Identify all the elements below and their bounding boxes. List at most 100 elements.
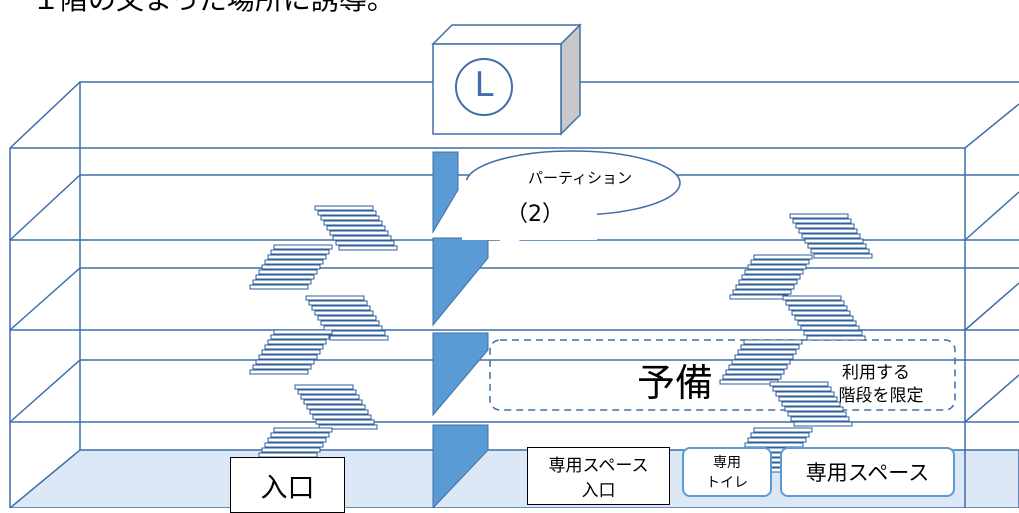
stair-step xyxy=(738,279,798,285)
stair-step xyxy=(326,330,386,336)
stair-step xyxy=(297,389,357,395)
stair-step xyxy=(737,349,797,355)
stair-step xyxy=(810,248,870,254)
stair-step xyxy=(270,432,330,438)
stair-step xyxy=(332,235,392,241)
stair-step xyxy=(806,335,866,341)
stair-step xyxy=(317,210,377,216)
stair-step xyxy=(255,359,315,365)
stair-step xyxy=(743,339,803,345)
spare-zone-note-line1: 利用する xyxy=(842,363,910,383)
staircase xyxy=(314,205,398,251)
stair-step xyxy=(300,394,360,400)
stair-step xyxy=(797,320,857,326)
stair-step xyxy=(317,315,377,321)
spare-zone-note-line2: 階段を限定 xyxy=(838,386,924,406)
staircase xyxy=(305,295,389,341)
stair-step xyxy=(318,424,378,430)
staircase xyxy=(249,244,333,290)
stair-step xyxy=(305,295,365,301)
stair-step xyxy=(252,364,312,370)
private-space-label: 専用スペース xyxy=(805,461,930,485)
stair-step xyxy=(261,447,321,453)
stair-step xyxy=(309,409,369,415)
stair-step xyxy=(788,305,848,311)
stair-step xyxy=(750,432,810,438)
stair-step xyxy=(735,284,795,290)
stair-step xyxy=(793,421,853,427)
stair-step xyxy=(338,245,398,251)
stair-step xyxy=(775,391,835,397)
private-toilet-line1: 専用 xyxy=(713,455,741,471)
stair-step xyxy=(753,427,813,433)
clock-box xyxy=(431,23,582,136)
stair-step xyxy=(267,437,327,443)
stair-step xyxy=(329,335,389,341)
stair-step xyxy=(264,259,324,265)
stair-step xyxy=(784,406,844,412)
stair-step xyxy=(722,374,782,380)
stair-step xyxy=(728,364,788,370)
stair-step xyxy=(753,254,813,260)
stair-step xyxy=(725,369,785,375)
stair-step xyxy=(782,295,842,301)
entrance-label: 入口 xyxy=(260,472,315,504)
clock-glyph: L xyxy=(474,65,494,105)
stair-step xyxy=(813,253,873,259)
private-entrance-box: 専用スペース 入口 xyxy=(527,447,670,505)
staircase xyxy=(789,213,873,259)
stair-step xyxy=(264,442,324,448)
private-space-box: 専用スペース xyxy=(780,447,955,497)
stair-step xyxy=(787,411,847,417)
stair-step xyxy=(801,233,861,239)
stair-step xyxy=(267,254,327,260)
stair-step xyxy=(740,344,800,350)
stair-step xyxy=(303,399,363,405)
stair-step xyxy=(258,354,318,360)
stair-step xyxy=(294,384,354,390)
stair-step xyxy=(252,279,312,285)
stair-step xyxy=(329,230,389,236)
stair-step xyxy=(314,205,374,211)
stair-step xyxy=(255,274,315,280)
stair-step xyxy=(335,240,395,246)
staircase xyxy=(249,329,333,375)
stair-step xyxy=(314,310,374,316)
building-frame xyxy=(9,81,1019,508)
staircase xyxy=(729,254,813,300)
stair-step xyxy=(320,215,380,221)
spare-zone-outline xyxy=(489,339,956,411)
private-entrance-line2: 入口 xyxy=(581,481,616,501)
private-entrance-line1: 専用スペース xyxy=(548,456,649,476)
stair-step xyxy=(261,264,321,270)
stair-step xyxy=(803,330,863,336)
stair-step xyxy=(785,300,845,306)
top-caption: １階の文まった場所に誘導。 xyxy=(32,0,395,16)
stair-step xyxy=(744,442,804,448)
stair-step xyxy=(741,274,801,280)
stair-step xyxy=(747,437,807,443)
stair-step xyxy=(769,381,829,387)
staircase xyxy=(719,339,803,385)
stair-step xyxy=(792,218,852,224)
stair-step xyxy=(311,305,371,311)
stair-step xyxy=(249,369,309,375)
stair-step xyxy=(323,325,383,331)
stair-step xyxy=(273,244,333,250)
stair-step xyxy=(320,320,380,326)
stair-step xyxy=(249,284,309,290)
stair-step xyxy=(750,259,810,265)
stair-step xyxy=(734,354,794,360)
stair-step xyxy=(778,396,838,402)
stair-step xyxy=(273,427,333,433)
stair-step xyxy=(306,404,366,410)
staircases xyxy=(249,205,873,473)
stair-step xyxy=(791,310,851,316)
stair-step xyxy=(719,379,779,385)
callout-number: （2） xyxy=(506,202,564,227)
stair-step xyxy=(264,344,324,350)
stair-step xyxy=(315,419,375,425)
stair-step xyxy=(804,238,864,244)
stair-step xyxy=(794,315,854,321)
